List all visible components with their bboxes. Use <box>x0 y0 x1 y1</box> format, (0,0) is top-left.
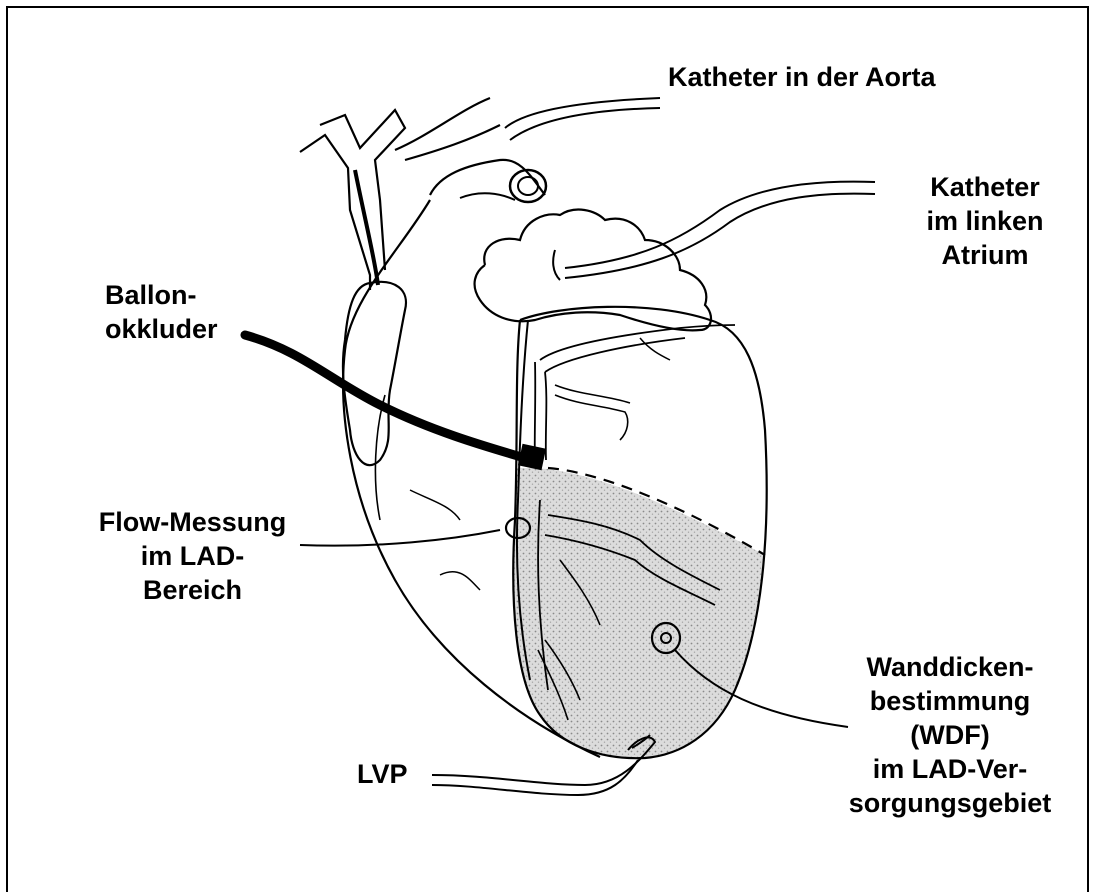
label-wall-thickness: Wanddicken- bestimmung (WDF) im LAD-Ver-… <box>820 650 1080 820</box>
aorta-catheter <box>505 98 660 128</box>
label-line: im linken <box>905 204 1065 238</box>
label-flow-measurement: Flow-Messung im LAD- Bereich <box>75 505 310 607</box>
label-line: Flow-Messung <box>75 505 310 539</box>
label-line: Bereich <box>75 573 310 607</box>
label-line: im LAD- <box>75 539 310 573</box>
label-line: Katheter in der Aorta <box>668 60 936 94</box>
label-line: bestimmung <box>820 684 1080 718</box>
label-line: im LAD-Ver- <box>820 752 1080 786</box>
label-line: (WDF) <box>820 718 1080 752</box>
label-lvp: LVP <box>357 757 408 791</box>
label-line: Wanddicken- <box>820 650 1080 684</box>
label-line: Ballon- <box>105 278 218 312</box>
pulmonary-vessel <box>510 170 546 202</box>
occluder-cuff <box>518 444 546 471</box>
coronary-vessel <box>540 325 735 360</box>
flow-probe-cable <box>300 530 500 546</box>
label-line: okkluder <box>105 312 218 346</box>
label-line: sorgungsgebiet <box>820 786 1080 820</box>
label-line: Katheter <box>905 170 1065 204</box>
label-line: Atrium <box>905 238 1065 272</box>
label-line: LVP <box>357 757 408 791</box>
label-aorta-catheter: Katheter in der Aorta <box>668 60 936 94</box>
label-atrium-catheter: Katheter im linken Atrium <box>905 170 1065 272</box>
aorta <box>320 110 405 270</box>
right-atrium <box>343 282 406 465</box>
label-balloon-occluder: Ballon- okkluder <box>105 278 218 346</box>
